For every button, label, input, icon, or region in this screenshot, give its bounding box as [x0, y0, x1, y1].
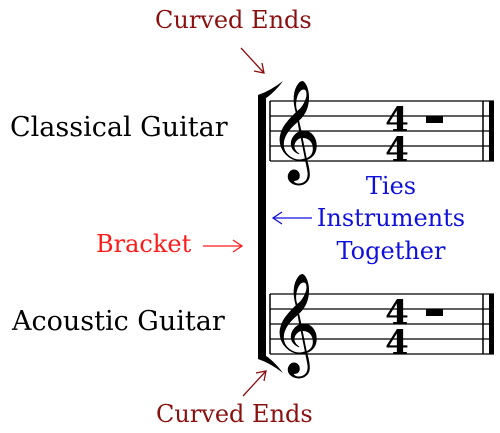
curved-ends-bottom-arrow: [242, 370, 267, 397]
whole-rest-top: [426, 116, 443, 123]
curved-ends-label-bottom: Curved Ends: [156, 400, 313, 428]
classical-guitar-label: Classical Guitar: [10, 112, 228, 143]
staff-bottom: 𝄞 4 4: [269, 271, 494, 379]
time-signature-bottom: 4 4: [385, 293, 409, 363]
ties-label-line2: Instruments: [316, 204, 466, 232]
whole-rest-bottom: [426, 309, 443, 316]
svg-text:4: 4: [385, 130, 409, 170]
svg-text:4: 4: [385, 100, 409, 140]
curved-ends-top-arrow: [240, 47, 265, 74]
svg-text:4: 4: [385, 323, 409, 363]
acoustic-guitar-label: Acoustic Guitar: [12, 306, 225, 337]
treble-clef-top: 𝄞: [269, 78, 321, 186]
staff-lines-bottom: [270, 293, 494, 355]
system-bracket: [258, 81, 283, 373]
staff-top: 𝄞 4 4: [269, 78, 494, 186]
final-barline-thick-top: [489, 101, 494, 161]
bracket-curved-end-bottom: [258, 351, 283, 373]
staff-lines-top: [270, 100, 494, 162]
treble-clef-bottom: 𝄞: [269, 271, 321, 379]
curved-ends-label-top: Curved Ends: [155, 6, 312, 34]
ties-label-line1: Ties: [365, 172, 417, 200]
bracket-arrow: [203, 239, 244, 253]
final-barline-thick-bottom: [489, 294, 494, 354]
svg-text:4: 4: [385, 293, 409, 333]
ties-arrow: [271, 211, 312, 225]
bracket-label: Bracket: [96, 230, 192, 258]
annotation-arrows: [203, 47, 312, 397]
bracket-curved-end-top: [258, 81, 283, 103]
ties-label-line3: Together: [336, 237, 446, 265]
time-signature-top: 4 4: [385, 100, 409, 170]
